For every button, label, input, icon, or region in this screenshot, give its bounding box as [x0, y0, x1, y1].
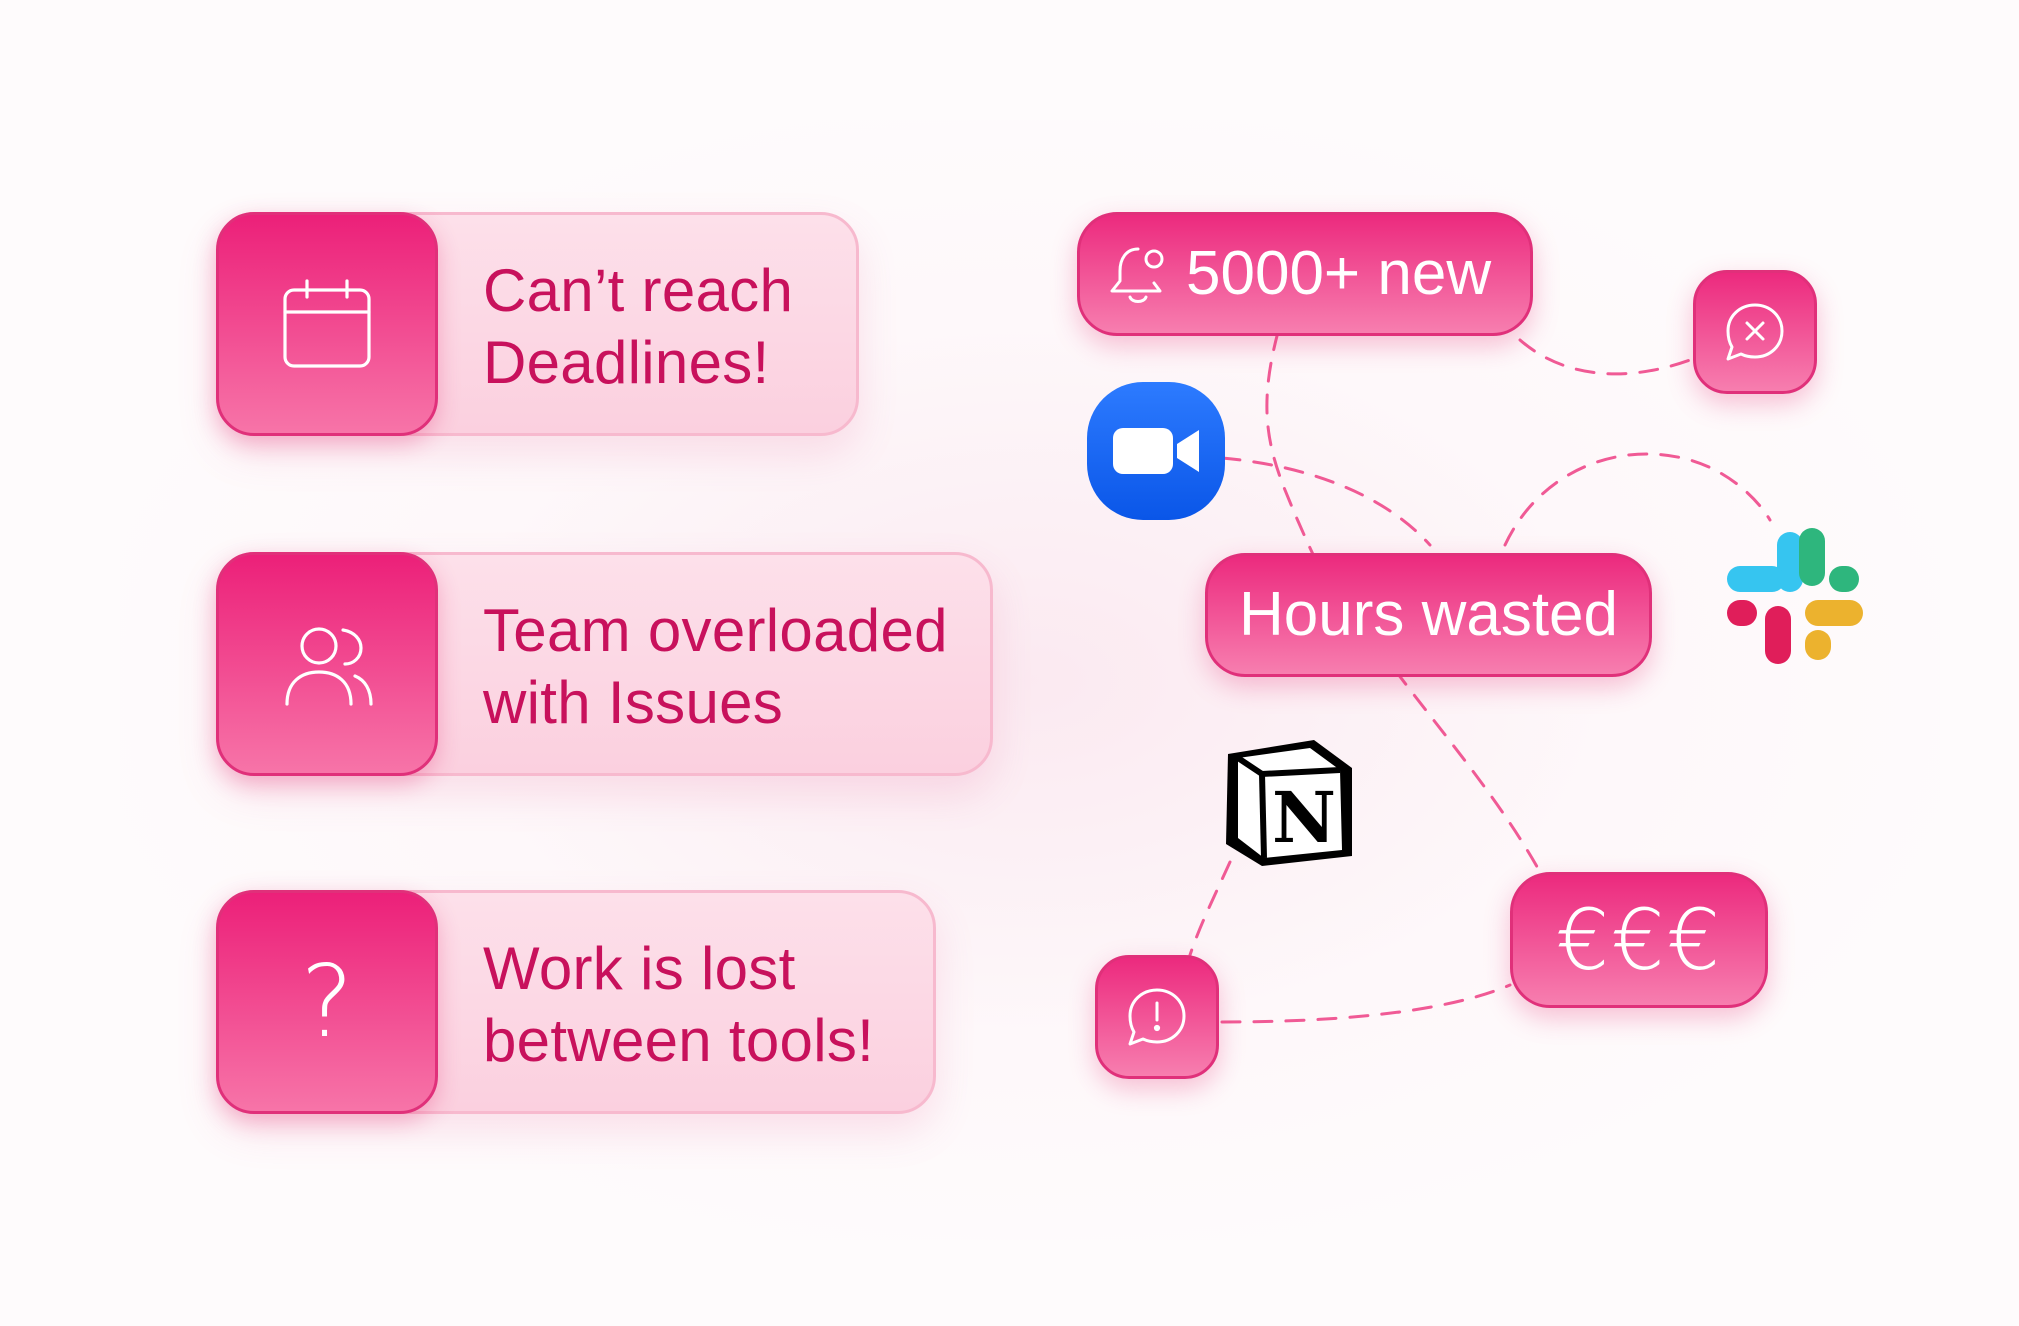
- problem-text-line: Deadlines!: [483, 329, 770, 396]
- hours-wasted-text: Hours wasted: [1238, 580, 1619, 649]
- problem-text: Team overloaded with Issues: [483, 595, 948, 739]
- notion-logo: N: [1226, 740, 1352, 866]
- chat-alert-icon: [1128, 988, 1186, 1046]
- users-icon: [285, 627, 373, 706]
- connector-hours-to-cost: [1393, 668, 1542, 874]
- problem-text: Can’t reach Deadlines!: [483, 255, 793, 399]
- problem-text-line: Work is lost: [483, 935, 796, 1002]
- cost-text: €€€: [1555, 891, 1723, 989]
- problem-icon-box: [216, 552, 438, 776]
- problem-text-line: Can’t reach: [483, 257, 794, 324]
- connector-zoom-to-hours: [1220, 456, 1432, 547]
- problem-card-overloaded: Team overloaded with Issues: [216, 552, 993, 776]
- question-icon: ?: [300, 943, 354, 1060]
- problem-icon-box: [216, 212, 438, 436]
- problem-card-lost-work: ? Work is lost between tools!: [216, 890, 936, 1114]
- notifications-pill: 5000+ new: [1077, 212, 1533, 336]
- connector-hours-to-slack: [1503, 452, 1772, 547]
- connector-notion-to-alert: [1188, 860, 1232, 957]
- bell-icon: [1110, 247, 1164, 303]
- problem-icon-box: ?: [216, 890, 438, 1114]
- notifications-text: 5000+ new: [1186, 239, 1492, 308]
- problem-text: Work is lost between tools!: [483, 933, 874, 1077]
- calendar-icon: [283, 279, 371, 368]
- slack-logo: [1727, 528, 1863, 664]
- problem-card-deadlines: Can’t reach Deadlines!: [216, 212, 859, 436]
- alert-chat-badge: [1095, 955, 1219, 1079]
- problem-text-line: with Issues: [483, 669, 784, 736]
- connector-alert-to-cost: [1220, 983, 1512, 1024]
- connector-notif-down: [1265, 330, 1362, 657]
- chat-x-icon: [1726, 303, 1784, 361]
- error-chat-badge: [1693, 270, 1817, 394]
- cost-pill: €€€: [1510, 872, 1768, 1008]
- svg-text:N: N: [1272, 776, 1336, 859]
- hours-wasted-pill: Hours wasted: [1205, 553, 1652, 677]
- zoom-logo: [1087, 382, 1225, 520]
- problem-text-line: between tools!: [483, 1007, 875, 1074]
- connector-notif-to-error: [1518, 338, 1692, 376]
- problem-text-line: Team overloaded: [483, 597, 948, 664]
